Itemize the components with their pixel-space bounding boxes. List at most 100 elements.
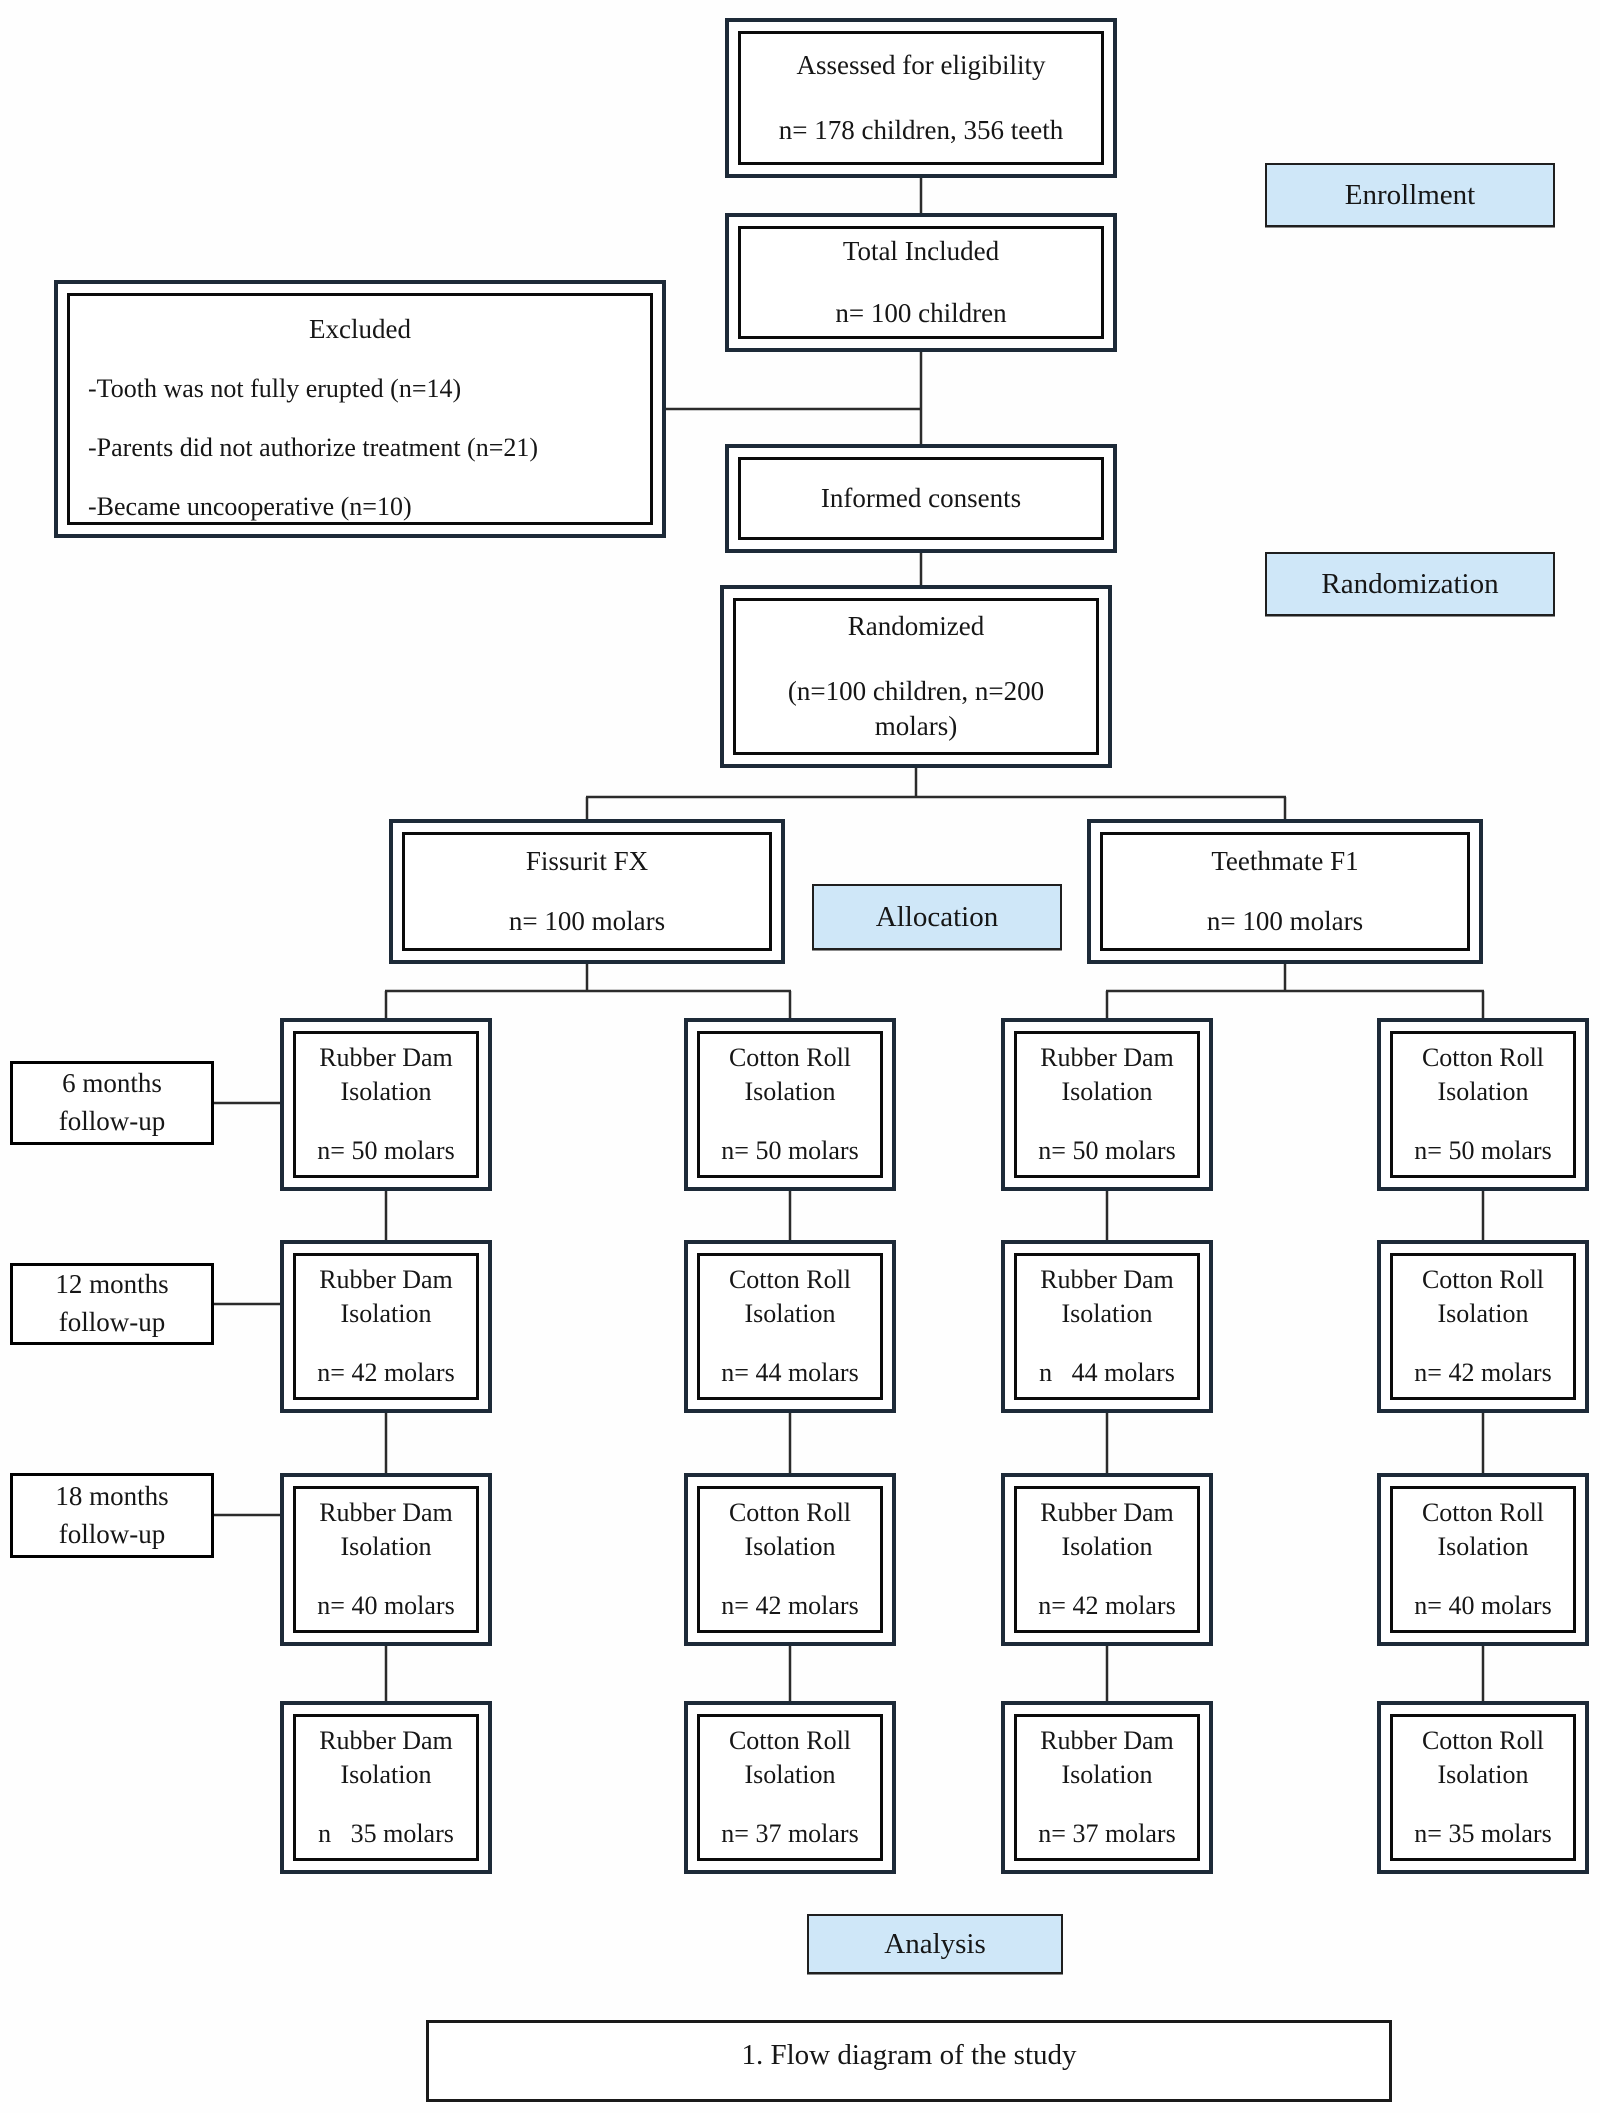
isolation-name: Cotton Roll Isolation	[728, 1042, 852, 1106]
box-frame: Cotton Roll Isolation n= 50 molars	[697, 1031, 883, 1178]
followup-line: follow-up	[58, 1307, 166, 1337]
stage-analysis-label: Analysis	[884, 1927, 986, 1960]
flow-box-final-fx-cotton: Cotton Roll Isolation n= 37 molars	[684, 1701, 896, 1874]
isolation-name: Rubber Dam Isolation	[319, 1042, 453, 1106]
box-frame: Cotton Roll Isolation n= 42 molars	[697, 1486, 883, 1633]
followup-label-12-months: 12 months follow-up	[10, 1263, 214, 1345]
isolation-name: Rubber Dam Isolation	[319, 1497, 453, 1561]
total-included-detail: n= 100 children	[835, 297, 1007, 328]
flow-box-6m-tm-rubber: Rubber Dam Isolation n= 50 molars	[1001, 1018, 1213, 1191]
isolation-name: Rubber Dam Isolation	[1040, 1725, 1174, 1789]
stage-allocation-label: Allocation	[875, 900, 999, 933]
isolation-name: Cotton Roll Isolation	[1421, 1497, 1545, 1561]
randomized-box: Randomized (n=100 children, n=200 molars…	[720, 585, 1112, 768]
isolation-count: n= 42 molars	[721, 1591, 859, 1621]
box-frame: Cotton Roll Isolation n= 35 molars	[1390, 1714, 1576, 1861]
box-frame: Cotton Roll Isolation n= 44 molars	[697, 1253, 883, 1400]
isolation-name: Rubber Dam Isolation	[1040, 1264, 1174, 1328]
total-included-box: Total Included n= 100 children	[725, 213, 1117, 352]
isolation-count: n= 44 molars	[721, 1358, 859, 1388]
isolation-count: n= 35 molars	[1414, 1819, 1552, 1849]
box-frame: Cotton Roll Isolation n= 42 molars	[1390, 1253, 1576, 1400]
stage-analysis: Analysis	[807, 1914, 1063, 1974]
excluded-box: Excluded -Tooth was not fully erupted (n…	[54, 280, 666, 538]
box-frame: Total Included n= 100 children	[738, 226, 1104, 339]
followup-label-18-months: 18 months follow-up	[10, 1473, 214, 1558]
flow-box-6m-fx-cotton: Cotton Roll Isolation n= 50 molars	[684, 1018, 896, 1191]
teethmate-title: Teethmate F1	[1211, 846, 1359, 877]
box-frame: Cotton Roll Isolation n= 40 molars	[1390, 1486, 1576, 1633]
box-frame: Rubber Dam Isolation n= 42 molars	[1014, 1486, 1200, 1633]
flow-box-18m-tm-rubber: Rubber Dam Isolation n= 42 molars	[1001, 1473, 1213, 1646]
isolation-name: Cotton Roll Isolation	[1421, 1725, 1545, 1789]
stage-randomization: Randomization	[1265, 552, 1555, 616]
fissurit-fx-box: Fissurit FX n= 100 molars	[389, 819, 785, 964]
box-frame: Informed consents	[738, 457, 1104, 540]
flow-box-12m-fx-rubber: Rubber Dam Isolation n= 42 molars	[280, 1240, 492, 1413]
box-frame: Rubber Dam Isolation n= 50 molars	[1014, 1031, 1200, 1178]
isolation-name: Cotton Roll Isolation	[728, 1497, 852, 1561]
followup-line: 12 months	[55, 1269, 169, 1300]
isolation-count: n= 37 molars	[721, 1819, 859, 1849]
isolation-name: Rubber Dam Isolation	[1040, 1042, 1174, 1106]
box-frame: Assessed for eligibility n= 178 children…	[738, 31, 1104, 165]
isolation-count: n= 37 molars	[1038, 1819, 1176, 1849]
followup-label-6-months: 6 months follow-up	[10, 1061, 214, 1145]
isolation-name: Rubber Dam Isolation	[319, 1264, 453, 1328]
isolation-count: n 35 molars	[318, 1819, 454, 1849]
stage-enrollment-label: Enrollment	[1344, 178, 1476, 211]
flow-box-6m-fx-rubber: Rubber Dam Isolation n= 50 molars	[280, 1018, 492, 1191]
figure-caption-box: 1. Flow diagram of the study	[426, 2020, 1392, 2102]
isolation-name: Cotton Roll Isolation	[728, 1264, 852, 1328]
isolation-count: n= 50 molars	[721, 1136, 859, 1166]
stage-allocation: Allocation	[812, 884, 1062, 950]
informed-consents-title: Informed consents	[820, 482, 1022, 513]
isolation-count: n= 42 molars	[1038, 1591, 1176, 1621]
box-frame: Cotton Roll Isolation n= 50 molars	[1390, 1031, 1576, 1178]
excluded-title: Excluded	[309, 314, 411, 344]
flow-box-18m-tm-cotton: Cotton Roll Isolation n= 40 molars	[1377, 1473, 1589, 1646]
box-frame: Rubber Dam Isolation n= 40 molars	[293, 1486, 479, 1633]
box-frame: Teethmate F1 n= 100 molars	[1100, 832, 1470, 951]
isolation-count: n 44 molars	[1039, 1358, 1175, 1388]
followup-line: follow-up	[58, 1106, 166, 1136]
isolation-count: n= 40 molars	[1414, 1591, 1552, 1621]
flow-box-12m-tm-rubber: Rubber Dam Isolation n 44 molars	[1001, 1240, 1213, 1413]
followup-line: 6 months	[62, 1068, 162, 1099]
excluded-item: -Became uncooperative (n=10)	[88, 491, 412, 521]
flow-box-final-tm-cotton: Cotton Roll Isolation n= 35 molars	[1377, 1701, 1589, 1874]
isolation-count: n= 42 molars	[317, 1358, 455, 1388]
isolation-name: Cotton Roll Isolation	[728, 1725, 852, 1789]
box-frame: Rubber Dam Isolation n 44 molars	[1014, 1253, 1200, 1400]
fissurit-title: Fissurit FX	[525, 846, 649, 877]
figure-caption: 1. Flow diagram of the study	[741, 2039, 1077, 2071]
box-frame: Excluded -Tooth was not fully erupted (n…	[67, 293, 653, 525]
flow-box-12m-tm-cotton: Cotton Roll Isolation n= 42 molars	[1377, 1240, 1589, 1413]
assessed-title: Assessed for eligibility	[796, 49, 1046, 80]
box-frame: Fissurit FX n= 100 molars	[402, 832, 772, 951]
flow-box-6m-tm-cotton: Cotton Roll Isolation n= 50 molars	[1377, 1018, 1589, 1191]
box-frame: Cotton Roll Isolation n= 37 molars	[697, 1714, 883, 1861]
informed-consents-box: Informed consents	[725, 444, 1117, 553]
flow-box-18m-fx-cotton: Cotton Roll Isolation n= 42 molars	[684, 1473, 896, 1646]
assessed-box: Assessed for eligibility n= 178 children…	[725, 18, 1117, 178]
box-frame: Randomized (n=100 children, n=200 molars…	[733, 598, 1099, 755]
isolation-count: n= 50 molars	[317, 1136, 455, 1166]
total-included-title: Total Included	[842, 236, 1000, 267]
isolation-name: Cotton Roll Isolation	[1421, 1264, 1545, 1328]
stage-randomization-label: Randomization	[1321, 567, 1499, 600]
excluded-item: -Parents did not authorize treatment (n=…	[88, 432, 539, 462]
isolation-count: n= 50 molars	[1414, 1136, 1552, 1166]
flow-box-final-fx-rubber: Rubber Dam Isolation n 35 molars	[280, 1701, 492, 1874]
isolation-name: Rubber Dam Isolation	[319, 1725, 453, 1789]
teethmate-f1-box: Teethmate F1 n= 100 molars	[1087, 819, 1483, 964]
followup-line: follow-up	[58, 1518, 166, 1549]
fissurit-detail: n= 100 molars	[508, 905, 666, 936]
randomized-title: Randomized	[847, 610, 985, 641]
followup-line: 18 months	[55, 1480, 169, 1511]
flow-box-final-tm-rubber: Rubber Dam Isolation n= 37 molars	[1001, 1701, 1213, 1874]
stage-enrollment: Enrollment	[1265, 163, 1555, 227]
flow-box-18m-fx-rubber: Rubber Dam Isolation n= 40 molars	[280, 1473, 492, 1646]
randomized-detail: (n=100 children, n=200 molars)	[787, 675, 1045, 742]
